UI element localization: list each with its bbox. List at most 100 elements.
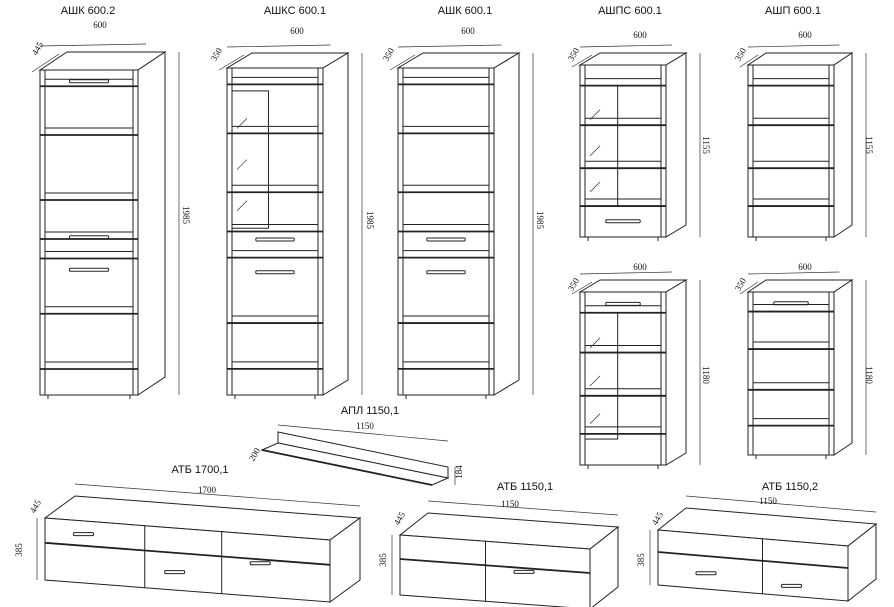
ashp-600-1-front: [747, 64, 835, 238]
glass-reflection: [589, 109, 601, 120]
ashp-lower-depth-dim: [739, 281, 759, 295]
atb-1150-1-front: [399, 534, 591, 607]
handle-icon: [68, 79, 110, 84]
ashps-lower-depth-dim: [571, 281, 593, 295]
height-atb-1150-1: 385: [378, 553, 388, 567]
handle-icon: [164, 570, 186, 575]
depth-atb-1150-2: 445: [650, 510, 666, 527]
width-ashk-600-2: 600: [93, 20, 107, 30]
atb-1150-1-width-dim: [427, 500, 619, 516]
ashp-600-1-width-dim: [747, 44, 840, 48]
width-ashps-lower: 600: [633, 262, 647, 272]
title-ashks-600-1: АШКС 600.1: [264, 5, 326, 17]
ashk-600-2-side: [137, 51, 166, 396]
height-atb-1150-2: 385: [636, 553, 646, 567]
glass-reflection: [589, 375, 601, 387]
glass-reflection: [236, 159, 248, 170]
ashp-600-1-depth-dim: [739, 54, 759, 68]
width-ashks-600-1: 600: [290, 26, 304, 36]
ashp-600-1-side: [833, 52, 853, 238]
width-atb-1700-1: 1700: [198, 485, 217, 495]
ashp-lower-front: [747, 291, 835, 456]
handle-icon: [605, 219, 641, 224]
shelf: [399, 558, 591, 574]
height-ashp-600-1: 1155: [864, 136, 874, 154]
handle-icon: [249, 561, 271, 566]
handle-icon: [68, 235, 110, 240]
depth-ashk-600-2: 445: [30, 40, 46, 57]
title-ashk-600-1: АШК 600.1: [438, 5, 492, 17]
glass-reflection: [589, 413, 601, 425]
ashps-600-1-side: [665, 52, 687, 238]
atb-1700-1-width-dim: [74, 483, 361, 507]
height-ashps-lower: 1180: [701, 366, 711, 384]
ashks-600-1-width-dim: [226, 44, 331, 48]
ashk-600-2-width-dim: [39, 43, 147, 47]
glass-reflection: [236, 118, 248, 129]
height-ashp-lower: 1180: [864, 366, 874, 384]
handle-icon: [255, 237, 295, 242]
handle-icon: [695, 571, 717, 576]
glass-reflection: [589, 181, 601, 193]
depth-atb-1700-1: 445: [28, 498, 44, 515]
atb-1150-2-width-dim: [685, 495, 877, 513]
ashp-lower-width-dim: [747, 271, 840, 275]
atb-1150-2-front: [657, 529, 849, 602]
width-ashk-600-1: 600: [461, 26, 475, 36]
glass-door: [231, 90, 269, 229]
ashks-600-1-side: [322, 52, 349, 396]
handle-icon: [426, 270, 466, 275]
ashps-600-1-front: [579, 64, 667, 238]
handle-icon: [426, 237, 466, 242]
apl-width-dim: [277, 424, 449, 442]
shelf-front-edge: [261, 449, 433, 486]
width-atb-1150-2: 1150: [759, 496, 777, 506]
depth-ashks-600-1: 350: [209, 46, 225, 63]
glass-reflection: [236, 200, 248, 212]
height-apl-1150-1: 184: [454, 465, 464, 479]
depth-ashp-600-1: 350: [733, 46, 749, 63]
handle-icon: [781, 583, 802, 588]
height-ashk-600-2: 1985: [181, 206, 191, 225]
handle-icon: [605, 301, 641, 306]
glass-door: [584, 85, 619, 207]
title-atb-1150-2: АТБ 1150,2: [762, 481, 818, 493]
ashps-lower-front: [579, 291, 667, 466]
width-apl-1150-1: 1150: [356, 421, 374, 431]
title-atb-1700-1: АТБ 1700,1: [171, 464, 228, 476]
glass-reflection: [589, 145, 601, 157]
ashps-600-1-depth-dim: [571, 54, 593, 68]
handle-icon: [773, 301, 809, 306]
depth-ashps-600-1: 350: [566, 46, 582, 63]
ashk-600-2-depth-dim: [31, 53, 60, 73]
shelf: [44, 541, 331, 566]
title-ashp-600-1: АШП 600.1: [765, 5, 821, 17]
height-ashk-600-1: 1985: [535, 211, 545, 230]
height-ashps-600-1: 1155: [701, 136, 711, 154]
width-ashps-600-1: 600: [633, 30, 647, 40]
height-ashks-600-1: 1985: [365, 211, 375, 230]
handle-icon: [513, 569, 535, 574]
width-atb-1150-1: 1150: [501, 499, 519, 509]
handle-icon: [73, 532, 94, 537]
atb-1700-1-front: [44, 517, 331, 603]
title-apl-1150-1: АПЛ 1150,1: [341, 405, 399, 417]
ashps-600-1-width-dim: [579, 44, 673, 48]
title-ashk-600-2: АШК 600.2: [61, 5, 115, 17]
ashps-lower-width-dim: [579, 271, 673, 275]
glass-reflection: [589, 337, 601, 349]
depth-apl-1150-1: 200: [247, 446, 263, 463]
ashp-lower-side: [833, 279, 853, 456]
depth-atb-1150-1: 445: [392, 510, 408, 527]
handle-icon: [255, 270, 295, 275]
shelf: [657, 551, 849, 569]
ashk-600-1-side: [493, 52, 520, 396]
ashks-600-1-depth-dim: [218, 54, 245, 71]
ashps-lower-side: [665, 279, 687, 466]
glass-door: [584, 312, 619, 440]
title-ashps-600-1: АШПС 600.1: [598, 5, 662, 17]
width-ashp-lower: 600: [798, 262, 812, 272]
height-atb-1700-1: 385: [14, 543, 24, 557]
handle-icon: [68, 267, 110, 272]
